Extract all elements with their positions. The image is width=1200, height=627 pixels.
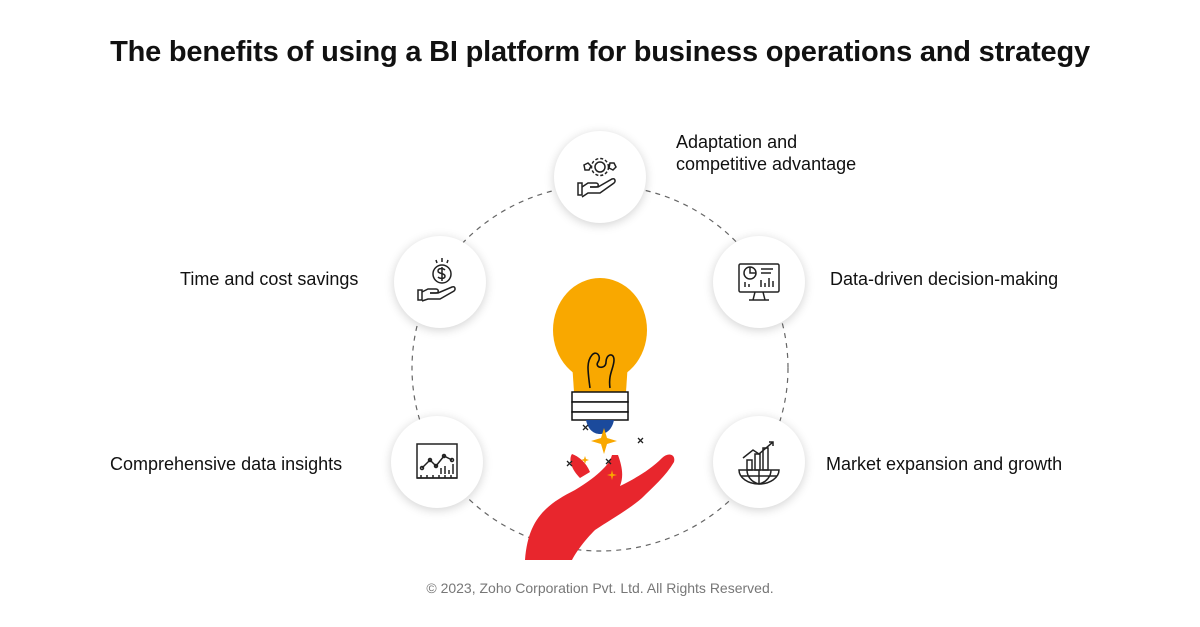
adaptation-label: Adaptation and competitive advantage (676, 131, 856, 175)
adaptation-label-line2: competitive advantage (676, 154, 857, 174)
hand-icon (525, 454, 675, 560)
monitor-chart-icon (738, 263, 780, 301)
bulb-icon (553, 278, 647, 434)
gear-hand-icon (577, 157, 617, 198)
data-insights-label: Comprehensive data insights (110, 454, 343, 474)
line-chart-icon (416, 443, 458, 479)
globe-growth-icon (738, 441, 780, 485)
coin-hand-icon (417, 258, 456, 302)
time-cost-node (394, 236, 486, 328)
cross-marks-icon (566, 424, 644, 467)
data-driven-label: Data-driven decision-making (830, 269, 1059, 289)
data-insights-node (391, 416, 483, 508)
adaptation-node (554, 131, 646, 223)
data-driven-node (713, 236, 805, 328)
adaptation-label-line1: Adaptation and (676, 132, 798, 152)
page-title: The benefits of using a BI platform for … (110, 36, 1090, 68)
copyright-footer: © 2023, Zoho Corporation Pvt. Ltd. All R… (426, 580, 774, 596)
time-cost-label: Time and cost savings (180, 269, 359, 289)
sparkle-icon (581, 428, 617, 480)
market-expansion-node (713, 416, 805, 508)
market-expansion-label: Market expansion and growth (826, 454, 1063, 474)
